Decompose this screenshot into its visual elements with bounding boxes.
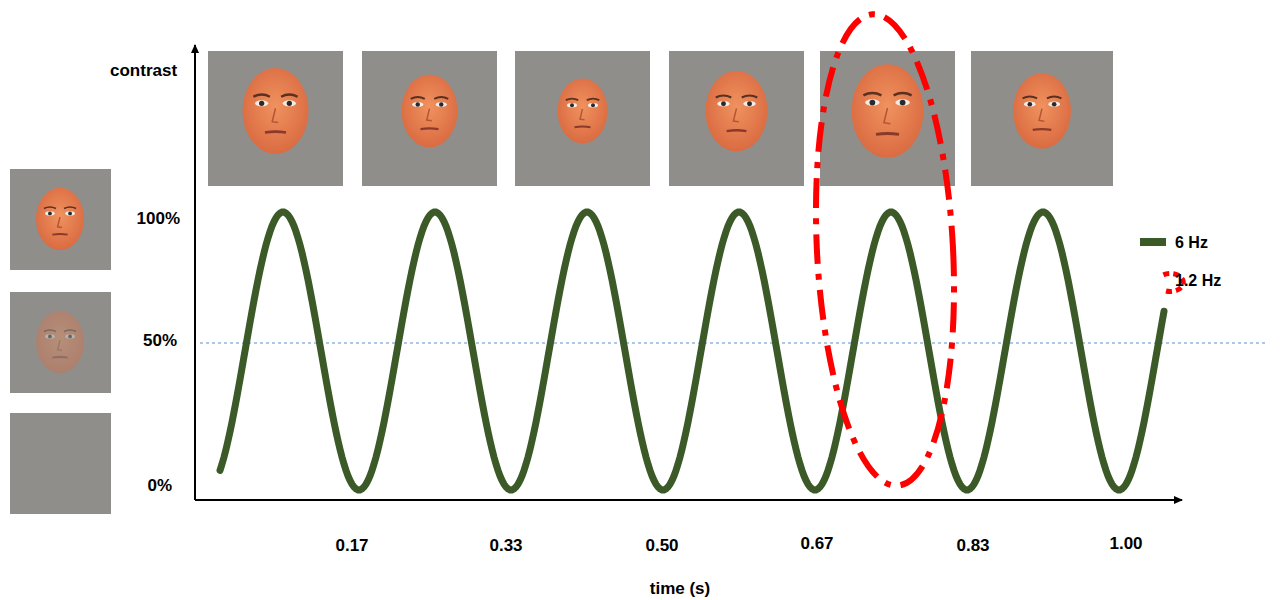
face	[402, 75, 458, 148]
tick-label: 1.00	[1109, 535, 1142, 552]
face	[706, 71, 768, 152]
tick-label: 0.17	[335, 537, 368, 554]
stimulus-frame	[971, 51, 1113, 186]
oddball-ellipse-1-2hz	[805, 11, 966, 489]
x-axis	[195, 499, 1182, 501]
contrast-frame	[10, 413, 111, 514]
stimulus-frame	[208, 51, 343, 186]
axis-title: time (s)	[650, 580, 710, 597]
legend-text: 1.2 Hz	[1175, 273, 1221, 289]
fifty-percent-line	[200, 343, 1265, 344]
sine-wave-6hz	[220, 212, 1164, 490]
axis-title: contrast	[110, 62, 177, 79]
legend-text: 6 Hz	[1175, 235, 1208, 251]
y-axis	[194, 45, 196, 500]
face	[1013, 73, 1071, 148]
stimulus-frame	[362, 51, 497, 186]
face	[243, 68, 309, 154]
contrast-frame	[10, 292, 111, 393]
stimulus-frame	[669, 51, 804, 186]
legend-swatch	[1140, 238, 1166, 246]
face	[558, 79, 608, 144]
face	[852, 64, 924, 158]
tick-label: 100%	[137, 210, 180, 227]
tick-label: 0.33	[489, 537, 522, 554]
stimulus-frame	[515, 51, 650, 186]
face	[36, 311, 84, 373]
tick-label: 0.50	[645, 537, 678, 554]
tick-label: 50%	[143, 332, 177, 349]
tick-label: 0%	[147, 477, 172, 494]
tick-label: 0.83	[956, 537, 989, 554]
tick-label: 0.67	[800, 535, 833, 552]
face	[36, 188, 84, 250]
contrast-frame	[10, 169, 111, 270]
